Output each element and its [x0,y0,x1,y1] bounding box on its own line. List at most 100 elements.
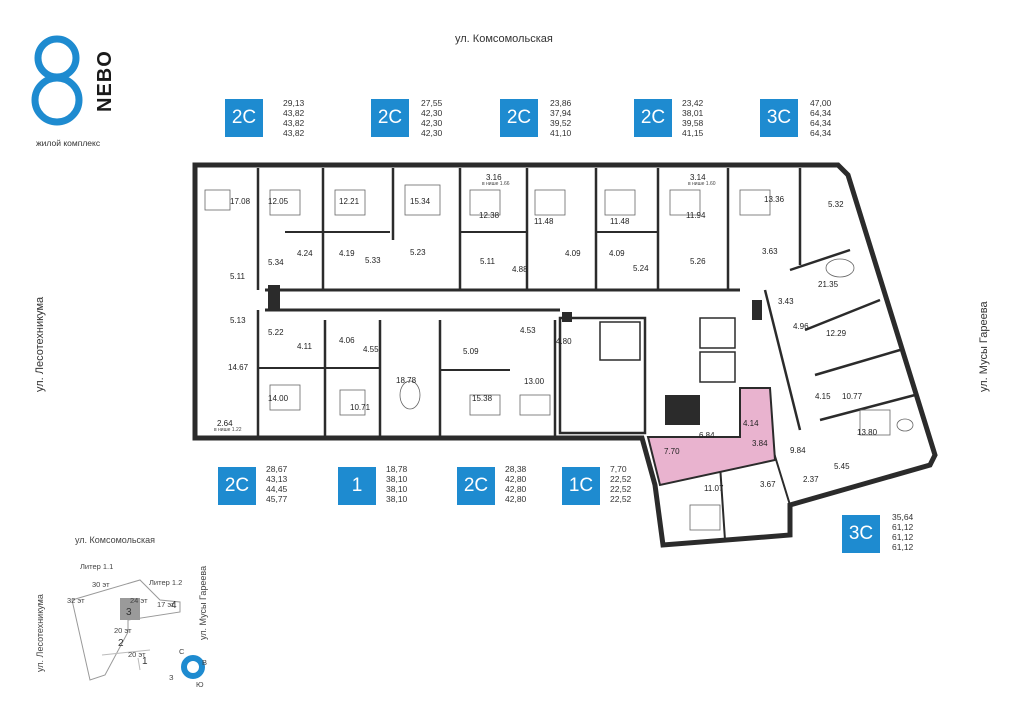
area-value: 43,82 [283,128,305,138]
room-area: 5.11 [480,257,495,266]
apartment-type-badge[interactable]: 1С [562,467,600,505]
area-value: 38,10 [386,484,408,494]
area-value: 41,10 [550,128,572,138]
logo-subtitle: жилой комплекс [36,138,101,148]
room-area: 10.77 [842,392,863,401]
apartment-areas: 7,70 22,52 22,52 22,52 [610,464,631,504]
room-area: 9.84 [790,446,806,455]
room-area: 4.15 [815,392,831,401]
keymap-plan [71,579,181,681]
keymap-number: 2 [118,638,124,649]
room-area: 17.08 [230,197,251,206]
area-value: 28,67 [266,464,288,474]
apartment-type-badge[interactable]: 3С [760,99,798,137]
room-area: 11.94 [686,211,706,220]
key-map: ул. Комсомольская ул. Лесотехникума ул. … [30,530,230,715]
area-value: 42,80 [505,484,527,494]
room-area: 5.23 [410,248,426,257]
apartment-type-badge[interactable]: 2С [457,467,495,505]
logo: NEBO жилой комплекс [30,32,130,152]
area-value: 61,12 [892,522,914,532]
room-area: 3.67 [760,480,776,489]
room-area: 12.38 [479,211,500,220]
area-value: 42,80 [505,494,527,504]
apartment-areas: 47,00 64,34 64,34 64,34 [810,98,831,138]
apartment-type-badge[interactable]: 2С [500,99,538,137]
keymap-floors: 20 эт [114,626,132,635]
keymap-floors: 24 эт [130,596,148,605]
room-area: 4.80 [556,337,572,346]
keymap-number: 1 [142,656,148,667]
keymap-liter: Литер 1.2 [149,578,183,587]
area-value: 27,55 [421,98,443,108]
compass-north: С [179,647,185,656]
room-area: 15.34 [410,197,431,206]
area-value: 22,52 [610,474,632,484]
keymap-number: 3 [126,607,132,618]
room-area: 18.78 [396,376,417,385]
room-area: 13.36 [764,195,785,204]
keymap-number: 4 [171,600,177,611]
area-value: 28,38 [505,464,527,474]
room-area: 11.48 [610,217,630,226]
room-area: 4.24 [297,249,313,258]
room-area: 5.11 [230,272,245,281]
room-area: 12.29 [826,329,847,338]
apartment-areas: 23,86 37,94 39,52 41,10 [550,98,571,138]
room-area: 13.80 [857,428,878,437]
area-value: 7,70 [610,464,627,474]
room-area: 5.34 [268,258,284,267]
room-area: 3.63 [762,247,778,256]
apartment-type-badge[interactable]: 2С [218,467,256,505]
room-area: 3.43 [778,297,794,306]
room-area: 11.48 [534,217,554,226]
area-value: 43,13 [266,474,288,484]
room-area: 14.00 [268,394,289,403]
apartment-type-badge[interactable]: 2С [225,99,263,137]
area-value: 43,82 [283,108,305,118]
apartment-type-badge[interactable]: 1 [338,467,376,505]
apartment-type-badge[interactable]: 2С [634,99,672,137]
room-area: 4.14 [743,419,759,428]
area-value: 64,34 [810,108,832,118]
room-area: 12.05 [268,197,289,206]
room-area: 4.11 [297,342,312,351]
room-area: 14.67 [228,363,249,372]
niche-note: в нише 1.60 [688,181,716,187]
keymap-street-top: ул. Комсомольская [75,535,156,545]
room-area: 3.84 [752,439,768,448]
room-area: 2.37 [803,475,819,484]
apartment-areas: 27,55 42,30 42,30 42,30 [421,98,442,138]
area-value: 37,94 [550,108,572,118]
room-area: 4.19 [339,249,355,258]
room-area: 10.71 [350,403,371,412]
room-area: 4.55 [363,345,379,354]
street-top: ул. Комсомольская [455,33,553,45]
compass-east: В [202,658,208,667]
apartment-type-badge[interactable]: 2С [371,99,409,137]
area-value: 64,34 [810,128,832,138]
room-area: 5.22 [268,328,284,337]
area-value: 42,30 [421,128,443,138]
apartment-type-badge[interactable]: 3С [842,515,880,553]
area-value: 45,77 [266,494,288,504]
area-value: 23,86 [550,98,572,108]
room-area: 7.70 [664,447,680,456]
apartment-areas: 28,67 43,13 44,45 45,77 [266,464,287,504]
area-value: 42,30 [421,108,443,118]
room-area: 4.09 [609,249,625,258]
keymap-floors: 32 эт [67,596,85,605]
area-value: 42,30 [421,118,443,128]
room-area: 13.00 [524,377,545,386]
area-value: 18,78 [386,464,408,474]
highlighted-unit [646,387,777,487]
area-value: 44,45 [266,484,288,494]
apartment-areas: 29,13 43,82 43,82 43,82 [283,98,304,138]
area-value: 22,52 [610,494,632,504]
niche-note: в нише 1.22 [214,427,242,433]
room-area: 15.38 [472,394,493,403]
logo-mark [31,35,83,126]
apartment-areas: 18,78 38,10 38,10 38,10 [386,464,407,504]
keymap-liter: Литер 1.1 [80,562,114,571]
